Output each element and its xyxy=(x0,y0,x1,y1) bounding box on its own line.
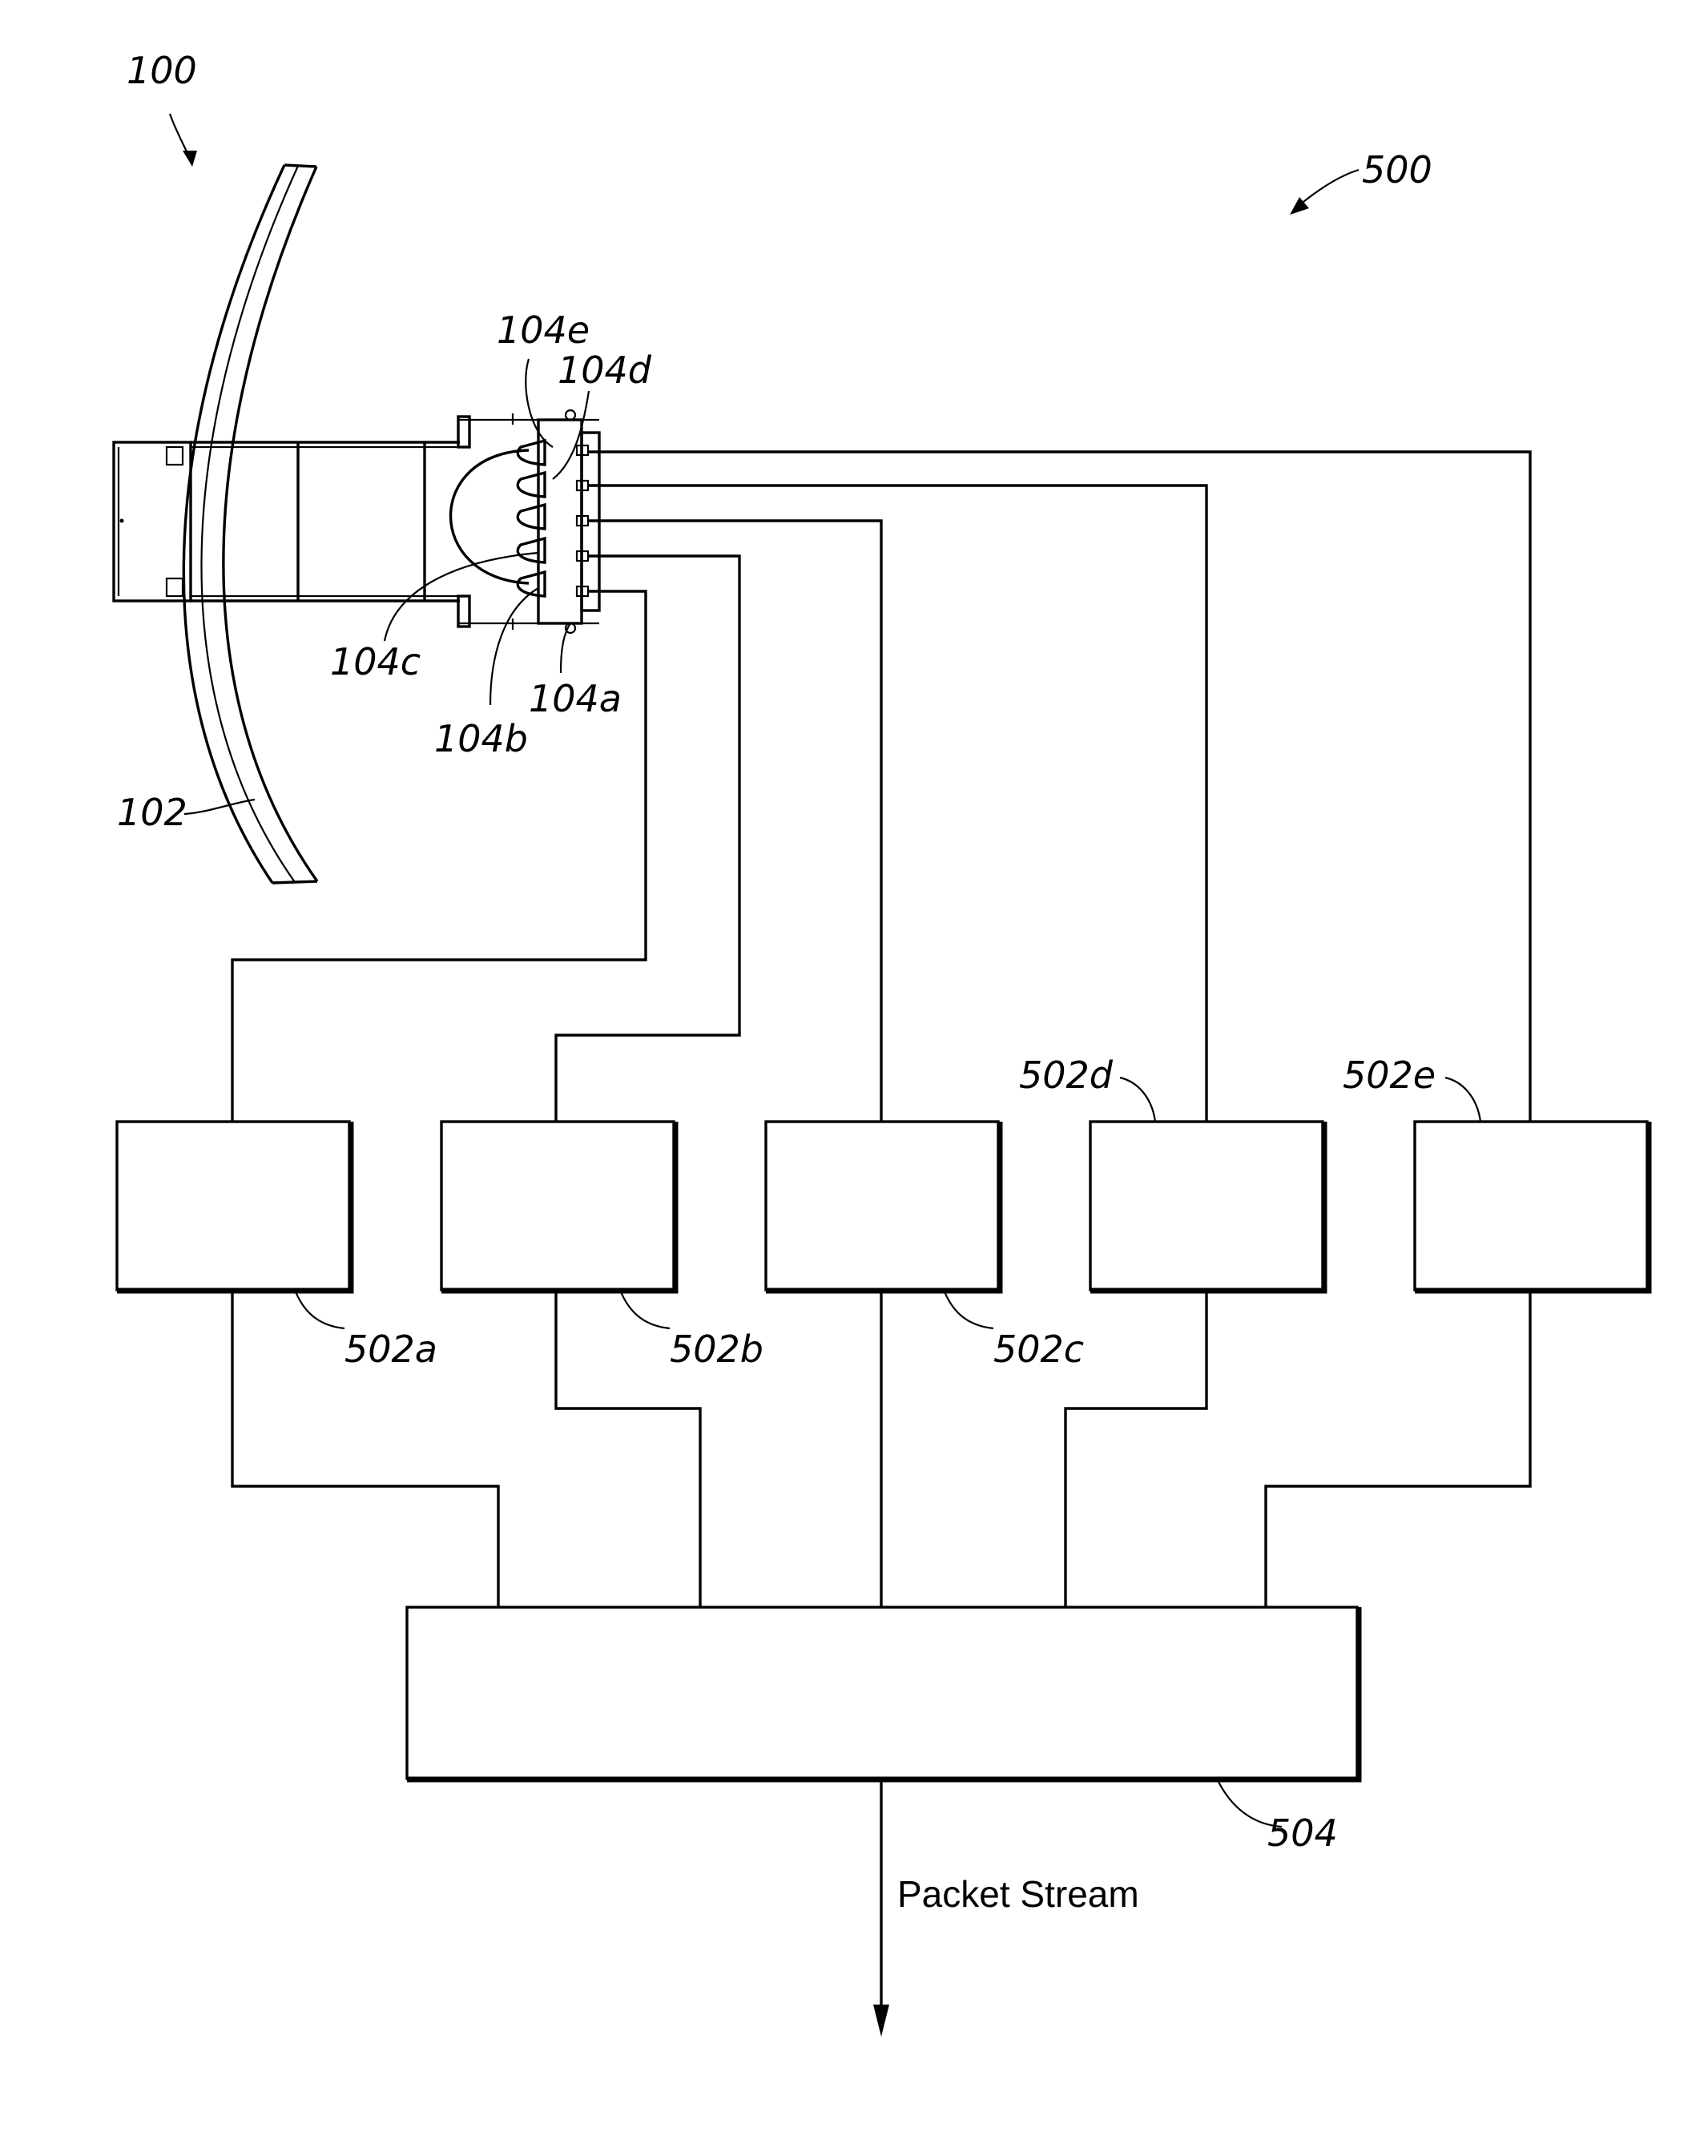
module-502a xyxy=(117,1122,351,1291)
label-502e: 502e xyxy=(1343,1054,1436,1097)
label-502a: 502a xyxy=(344,1328,437,1371)
feed-wiring xyxy=(232,452,1530,1122)
label-502b: 502b xyxy=(670,1328,763,1371)
label-104e: 104e xyxy=(497,308,590,352)
module-502c xyxy=(766,1122,1000,1291)
label-502c: 502c xyxy=(993,1328,1084,1371)
packet-stream-label: Packet Stream xyxy=(897,1873,1139,1915)
module-502b xyxy=(441,1122,675,1291)
label-104b: 104b xyxy=(434,717,528,760)
support-frame xyxy=(114,442,460,601)
antenna-apparatus xyxy=(114,114,1359,883)
output-arrow xyxy=(873,1780,889,2037)
label-100: 100 xyxy=(127,49,197,92)
label-504: 504 xyxy=(1267,1811,1338,1855)
label-104c: 104c xyxy=(330,640,421,683)
combiner-504 xyxy=(407,1607,1359,1779)
module-502e xyxy=(1415,1122,1649,1291)
label-500: 500 xyxy=(1362,148,1432,191)
label-102: 102 xyxy=(117,791,187,834)
label-104a: 104a xyxy=(529,677,622,720)
module-502d xyxy=(1090,1122,1324,1291)
label-104d: 104d xyxy=(558,349,652,392)
label-502d: 502d xyxy=(1019,1054,1114,1097)
